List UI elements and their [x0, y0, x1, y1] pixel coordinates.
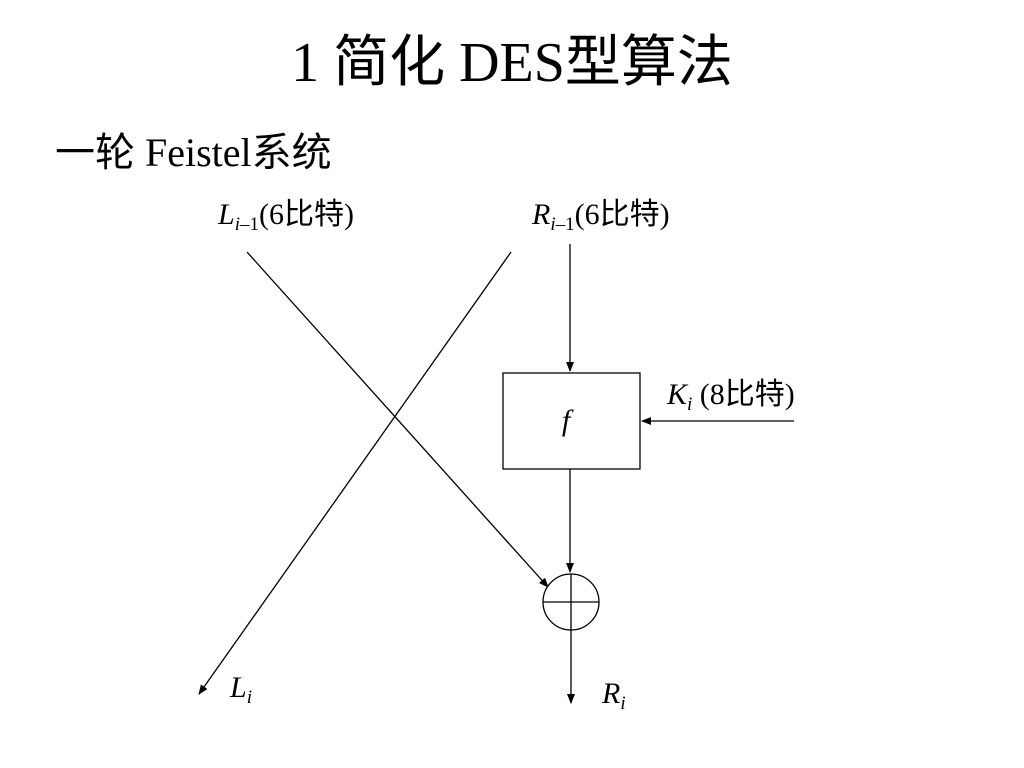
left-output-subscript: i [247, 687, 252, 708]
xor-icon [542, 573, 600, 631]
slide-title: 1 简化 DES型算法 [291, 32, 733, 94]
right-input-var: R [532, 198, 551, 231]
right-input-label: Ri–1(6比特) [532, 197, 670, 235]
f-function-box [502, 372, 641, 470]
left-input-bits: (6比特) [258, 198, 354, 231]
left-output-sub-var: i [246, 687, 252, 708]
right-input-sub-var: i [550, 214, 556, 235]
right-output-label: Ri [602, 676, 626, 714]
right-input-bits: (6比特) [574, 198, 670, 231]
left-to-xor-line [246, 251, 549, 588]
right-output-subscript: i [620, 693, 625, 714]
key-bits: (8比特) [692, 378, 795, 411]
right-input-sub-rest: –1 [555, 214, 575, 235]
right-to-left-output-line [198, 251, 512, 695]
left-input-label: Li–1(6比特) [218, 197, 354, 235]
key-sub-var: i [687, 394, 693, 415]
right-output-sub-var: i [620, 693, 626, 714]
left-output-label: Li [230, 670, 252, 708]
right-output-var: R [602, 677, 621, 710]
right-input-subscript: i–1 [550, 214, 574, 235]
slide-subtitle: 一轮 Feistel系统 [55, 130, 332, 175]
left-input-sub-rest: –1 [239, 214, 259, 235]
key-label: Ki (8比特) [667, 377, 795, 415]
left-input-subscript: i–1 [235, 214, 259, 235]
key-var: K [667, 378, 688, 411]
left-input-var: L [218, 198, 235, 231]
key-subscript: i [687, 394, 692, 415]
left-output-var: L [230, 671, 247, 704]
left-input-sub-var: i [234, 214, 240, 235]
